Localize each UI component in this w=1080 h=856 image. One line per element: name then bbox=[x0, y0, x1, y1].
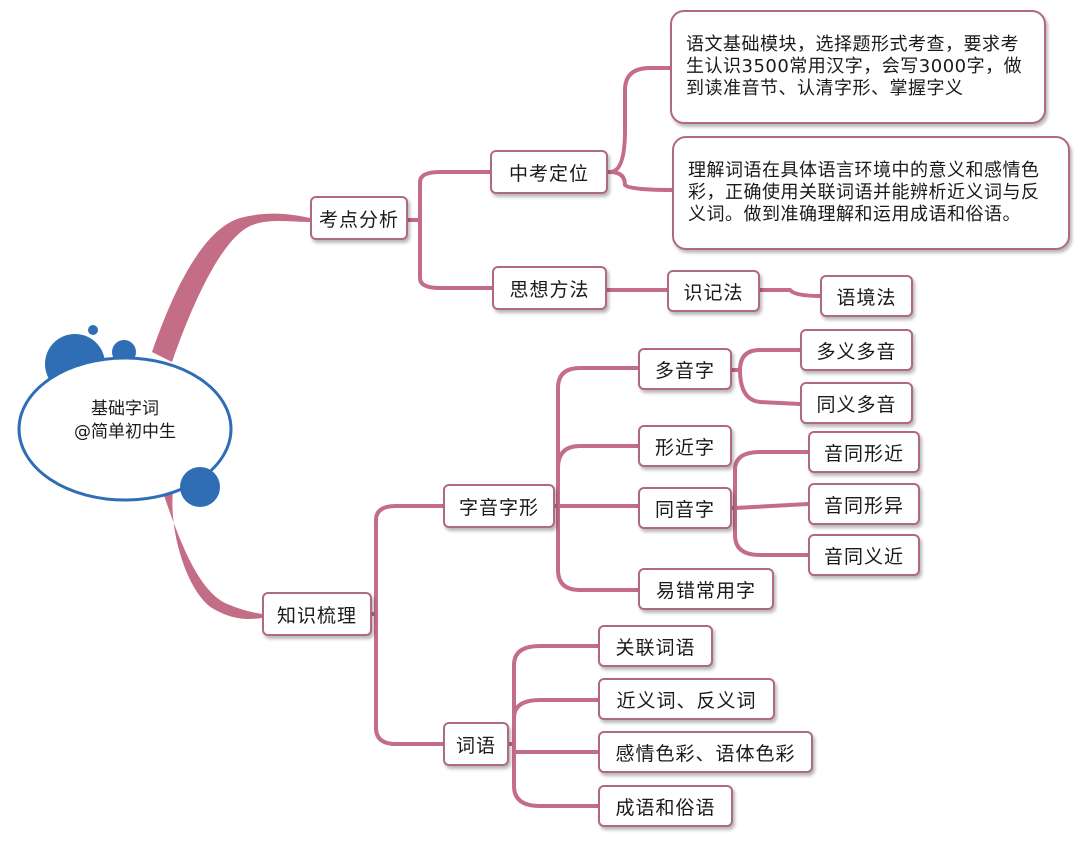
node-zhongkao[interactable]: 中考定位 bbox=[490, 150, 608, 194]
node-tongyin[interactable]: 同音字 bbox=[638, 487, 732, 529]
node-xingjin[interactable]: 形近字 bbox=[638, 425, 732, 467]
bubble-small bbox=[88, 325, 98, 335]
node-ziyin[interactable]: 字音字形 bbox=[443, 484, 555, 528]
branch-kaodian bbox=[152, 213, 310, 362]
node-jinyi-fanyi[interactable]: 近义词、反义词 bbox=[598, 678, 775, 720]
root-graphic bbox=[17, 325, 233, 507]
node-chengyu[interactable]: 成语和俗语 bbox=[598, 785, 733, 827]
node-duoyi-duoyin[interactable]: 多义多音 bbox=[800, 329, 913, 371]
node-kaodian[interactable]: 考点分析 bbox=[310, 196, 408, 240]
note-zhongkao-2[interactable]: 理解词语在具体语言环境中的意义和感情色彩，正确使用关联词语并能辨析近义词与反义词… bbox=[672, 136, 1070, 250]
node-ganqing-yuti[interactable]: 感情色彩、语体色彩 bbox=[598, 731, 813, 773]
node-zhishi[interactable]: 知识梳理 bbox=[262, 592, 372, 636]
node-shiji[interactable]: 识记法 bbox=[667, 270, 760, 312]
root-subtitle: @简单初中生 bbox=[74, 422, 176, 442]
node-yujing[interactable]: 语境法 bbox=[820, 275, 913, 317]
root-ellipse bbox=[17, 356, 233, 502]
node-guanlian[interactable]: 关联词语 bbox=[598, 625, 713, 667]
root-node[interactable]: 基础字词 @简单初中生 bbox=[30, 398, 220, 444]
node-sixiang[interactable]: 思想方法 bbox=[492, 266, 607, 310]
node-yintong-xingyi[interactable]: 音同形异 bbox=[808, 483, 920, 525]
node-yintong-xingjin[interactable]: 音同形近 bbox=[808, 431, 920, 473]
node-duoyin[interactable]: 多音字 bbox=[638, 348, 732, 390]
root-title: 基础字词 bbox=[91, 399, 159, 419]
node-yicuo[interactable]: 易错常用字 bbox=[638, 568, 774, 610]
node-tongyi-duoyin[interactable]: 同义多音 bbox=[800, 382, 913, 424]
bubble-lower bbox=[180, 467, 220, 507]
node-ciyu[interactable]: 词语 bbox=[443, 722, 509, 766]
node-yintong-yijin[interactable]: 音同义近 bbox=[808, 534, 920, 576]
note-zhongkao-1[interactable]: 语文基础模块，选择题形式考查，要求考生认识3500常用汉字，会写3000字，做到… bbox=[670, 10, 1046, 124]
